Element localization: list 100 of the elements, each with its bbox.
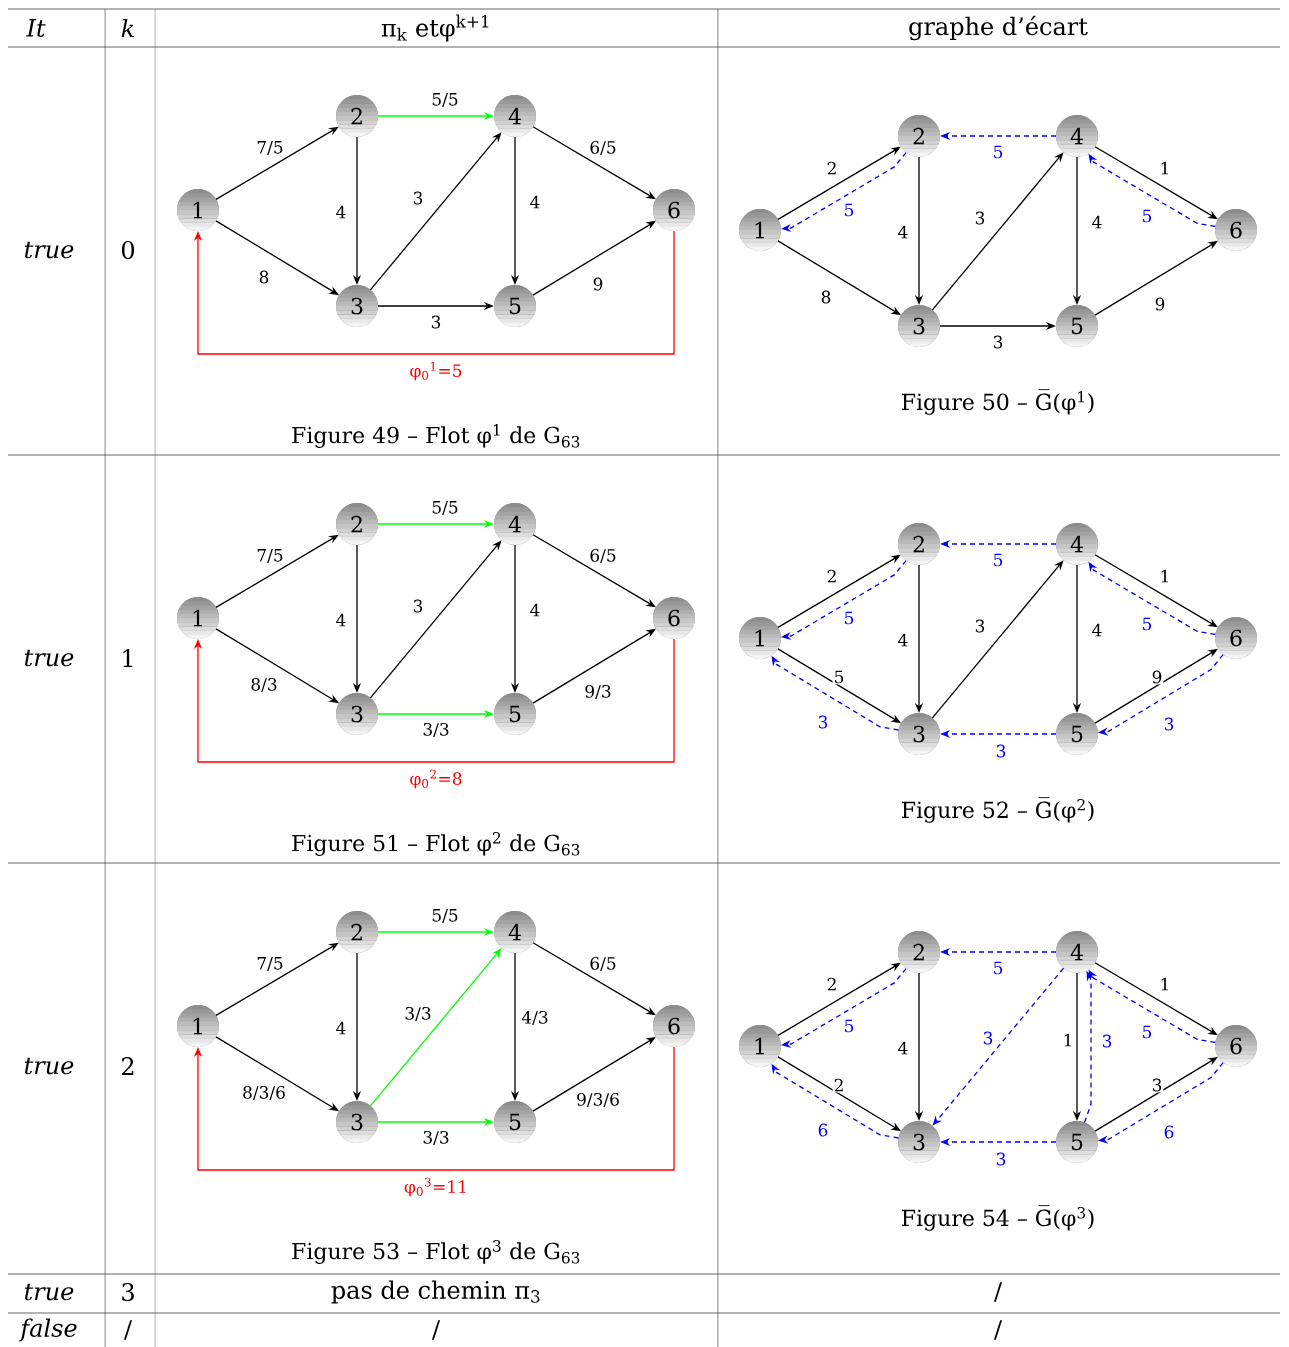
arrow [369,132,502,291]
arrow [215,126,339,200]
edge-label: 6/5 [588,955,618,973]
edge-label: 2 [825,160,839,176]
figure-caption: Figure 53 – Flot φ$^{3}$ de G$_{63}$ [292,1240,580,1264]
column-header: graphe d’écart [909,15,1088,41]
edge-label: 8/3/6 [241,1084,287,1102]
edge-label: 5/5 [430,908,460,924]
arrow [532,942,656,1016]
cell-text: / [993,1320,1003,1340]
edge-label: 4 [528,194,542,210]
arrow [193,638,675,763]
edge-label: 8 [257,269,271,285]
edge-label: 4 [334,1020,348,1036]
edge-label: 4 [896,224,910,240]
figure-caption: Figure 49 – Flot φ$^{1}$ de G$_{63}$ [292,424,580,448]
edge-label: 4 [1090,214,1104,230]
column-header: k [121,18,134,38]
arrow [931,560,1064,719]
cell-text: true [24,1057,74,1075]
edge-label: 3 [994,1151,1008,1167]
edge-label: 3 [994,743,1008,759]
edge-label: 6/5 [588,547,618,565]
arrow [777,554,901,628]
edge-label: 5 [991,144,1005,160]
edge-label: 7/5 [255,140,285,156]
edge-label: 9/3 [583,683,613,701]
edge-label: φ$_{0}$$^{2}$=8 [408,768,464,790]
edge-label: 4/3 [520,1009,550,1027]
edge-label: 5 [842,610,856,626]
edge-label: 9 [591,276,605,292]
arrow [532,534,656,608]
cell-text: true [24,649,74,667]
arrow [1094,146,1218,220]
cell-text: / [993,1282,1003,1302]
edge-label: 3 [411,598,425,614]
arrow [193,1046,675,1171]
cell-text: pas de chemin π$_{3}$ [331,1280,540,1304]
edge-label: 4 [896,632,910,648]
edge-label: 3 [816,714,830,730]
edge-label: 3 [411,190,425,206]
edge-label: 6 [816,1122,830,1138]
edge-label: 3 [1162,716,1176,732]
edge-label: 5 [842,202,856,218]
edge-label: 3/3 [403,1005,433,1023]
edge-label: 5 [991,552,1005,568]
edge-label: φ$_{0}$$^{3}$=11 [403,1176,469,1198]
arrow [215,942,339,1016]
arrow [1094,554,1218,628]
edge-label: 5 [1140,208,1154,224]
edge-label: 6/5 [588,139,618,157]
edge-label: 3 [1150,1077,1164,1093]
edge-label: 3/3 [421,1129,451,1147]
edge-label: 7/5 [255,956,285,972]
arrow [215,534,339,608]
edge-label: φ$_{0}$$^{1}$=5 [408,360,464,382]
edge-label: 1 [1158,160,1172,176]
edge-label: 2 [825,976,839,992]
edge-label: 4 [334,612,348,628]
edge-label: 1 [1158,568,1172,584]
figure-caption: Figure 54 – G̅(φ$^{3}$) [901,1205,1094,1231]
cell-text: 0 [121,240,135,260]
arrow [369,540,502,699]
edge-label: 9 [1153,296,1167,312]
arrow [532,126,656,200]
cell-text: 3 [122,1282,134,1302]
cell-text: false [18,1318,77,1342]
edge-label: 4 [334,204,348,220]
cell-text: / [123,1320,133,1340]
figure-caption: Figure 50 – G̅(φ$^{1}$) [901,389,1094,415]
edge-label: 1 [1158,976,1172,992]
edge-label: 4 [528,602,542,618]
edge-label: 8 [819,289,833,305]
edge-label: 5 [832,669,846,685]
edge-label: 3 [981,1030,995,1046]
arrow [931,152,1064,311]
edge-label: 5 [991,960,1005,976]
arrow [932,967,1065,1126]
edge-label: 5 [1140,1024,1154,1040]
edge-label: 3/3 [421,721,451,739]
arrow [369,948,502,1107]
edge-label: 9/3/6 [575,1091,621,1109]
cell-text: true [24,1283,74,1301]
edge-label: 1 [1061,1032,1075,1048]
column-header: π$_{k}$ etφ$^{k+1}$ [381,14,489,42]
edge-label: 4 [896,1040,910,1056]
edge-label: 4 [1090,622,1104,638]
edge-label: 2 [825,568,839,584]
edge-label: 5/5 [430,500,460,516]
edge-label: 9 [1150,669,1164,685]
edge-label: 3 [973,210,987,226]
edge-label: 6 [1162,1124,1176,1140]
edge-label: 3 [1100,1033,1114,1049]
edge-label: 3 [429,314,443,330]
figure-caption: Figure 52 – G̅(φ$^{2}$) [901,797,1094,823]
edge-label: 8/3 [249,676,279,694]
edge-label: 5/5 [430,92,460,108]
cell-text: true [24,241,74,259]
edge-label: 5 [842,1018,856,1034]
edge-label: 7/5 [255,548,285,564]
